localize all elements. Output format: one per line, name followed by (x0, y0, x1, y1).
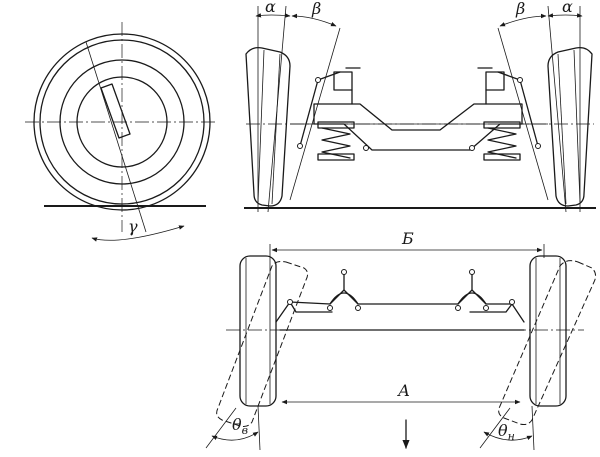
steering-axis-line (85, 41, 147, 233)
theta-v-subscript: в (242, 424, 248, 437)
front-view: α β β α (244, 0, 596, 213)
axle-beam (290, 103, 548, 151)
theta-v-tilt (205, 407, 237, 449)
left-wheel-toe-dashed (216, 261, 309, 427)
label-A: А (397, 381, 410, 400)
label-beta-left: β (311, 0, 321, 18)
label-alpha-right: α (562, 0, 573, 16)
plan-view: Б (205, 229, 597, 451)
beta-arc-right (499, 13, 547, 27)
theta-v-ref (257, 405, 261, 451)
label-beta-right: β (515, 0, 525, 18)
label-theta-v: θв (232, 415, 248, 437)
kingpin-incl-line-left (289, 27, 341, 201)
camber-line-right (547, 5, 567, 213)
label-gamma: γ (128, 217, 138, 236)
linkage-right (469, 67, 541, 151)
theta-v-arc (211, 431, 259, 441)
right-wheel-plan (529, 255, 567, 407)
right-wheel-front (547, 46, 593, 207)
theta-n-arc (483, 431, 533, 441)
alpha-arc-left (255, 13, 291, 18)
linkage-left (297, 67, 369, 151)
wheel-side-view: γ (25, 22, 218, 242)
theta-v-symbol: θ (232, 415, 242, 434)
left-wheel-front (245, 46, 291, 207)
spring-left (317, 121, 355, 161)
theta-n-subscript: н (508, 430, 515, 443)
theta-n-tilt (479, 407, 511, 449)
label-B: Б (401, 229, 414, 248)
label-theta-n: θн (498, 421, 515, 443)
right-wheel-toe-dashed (498, 260, 597, 425)
alpha-arc-right (547, 13, 583, 18)
plan-linkage (275, 269, 525, 331)
kingpin (100, 83, 131, 139)
kingpin-incl-line-right (497, 27, 549, 201)
theta-n-symbol: θ (498, 421, 508, 440)
gamma-arc (91, 225, 185, 242)
beta-arc-left (291, 13, 337, 27)
theta-n-ref (531, 405, 535, 451)
spring-right (483, 121, 521, 161)
left-wheel-plan (239, 255, 277, 407)
label-alpha-left: α (265, 0, 276, 16)
